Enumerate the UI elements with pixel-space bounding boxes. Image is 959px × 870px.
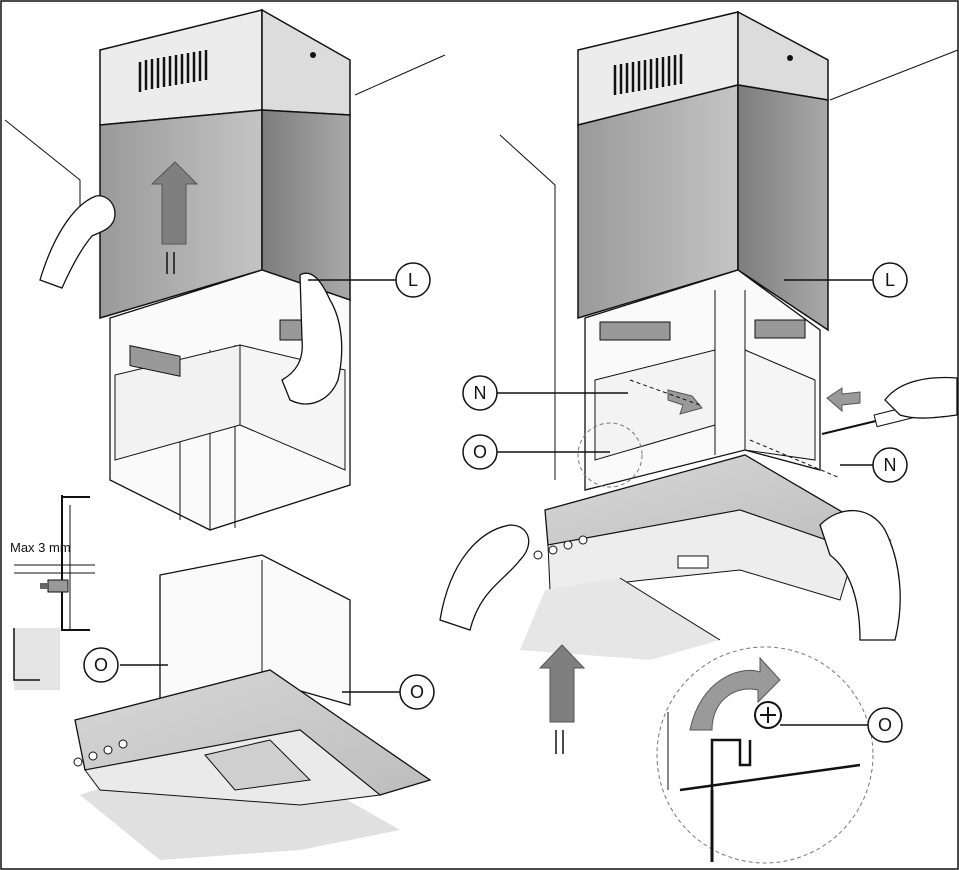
- hand-icon: [819, 509, 901, 641]
- callout-l: [872, 262, 908, 298]
- screw-icon: [754, 701, 782, 729]
- up-arrow-icon: [150, 161, 199, 245]
- lower-chimney-side: [261, 109, 351, 302]
- callout-o-label: O: [473, 442, 487, 462]
- panel-lift-chimney: L: [4, 8, 446, 531]
- hand-icon: [281, 272, 343, 405]
- callout-n-label: N: [474, 383, 487, 403]
- callout-l: [395, 262, 431, 298]
- callout-o-label: O: [94, 655, 108, 675]
- keyhole-slot: [710, 738, 752, 790]
- callout-o: [867, 707, 903, 743]
- ceiling-outline: [354, 54, 446, 96]
- hand-icon: [884, 376, 958, 419]
- hand-icon: [439, 524, 530, 631]
- vent-grille: [138, 50, 208, 92]
- vent-grille: [613, 54, 683, 95]
- screw-icon: [40, 579, 69, 593]
- callout-o: [462, 434, 498, 470]
- callout-l-label: L: [408, 270, 418, 290]
- screw-icon: [787, 55, 793, 61]
- right-arrow-icon: [667, 389, 703, 415]
- callout-o: [83, 647, 119, 683]
- control-buttons: [73, 739, 128, 767]
- max-gap-label: Max 3 mm: [10, 540, 71, 555]
- callout-l-label: L: [885, 270, 895, 290]
- wall-outline: [4, 119, 81, 230]
- left-arrow-icon: [826, 387, 861, 413]
- screw-icon: [310, 52, 316, 58]
- callout-o-label: O: [878, 715, 892, 735]
- callout-o: [399, 674, 435, 710]
- callout-n-label: N: [884, 455, 897, 475]
- panel-fix-hood: L N O N O: [439, 10, 959, 864]
- hand-icon: [39, 195, 116, 289]
- lower-chimney-side: [737, 84, 829, 332]
- upper-chimney-side: [261, 8, 351, 116]
- callout-n: [462, 375, 498, 411]
- callout-n: [872, 447, 908, 483]
- curved-arrow-icon: [689, 656, 781, 731]
- panel-hood-attach-left: O O: [73, 554, 435, 860]
- callout-o-label: O: [410, 682, 424, 702]
- panel-gap-detail: Max 3 mm: [10, 495, 95, 690]
- control-buttons: [533, 535, 588, 560]
- up-arrow-icon: [538, 644, 586, 723]
